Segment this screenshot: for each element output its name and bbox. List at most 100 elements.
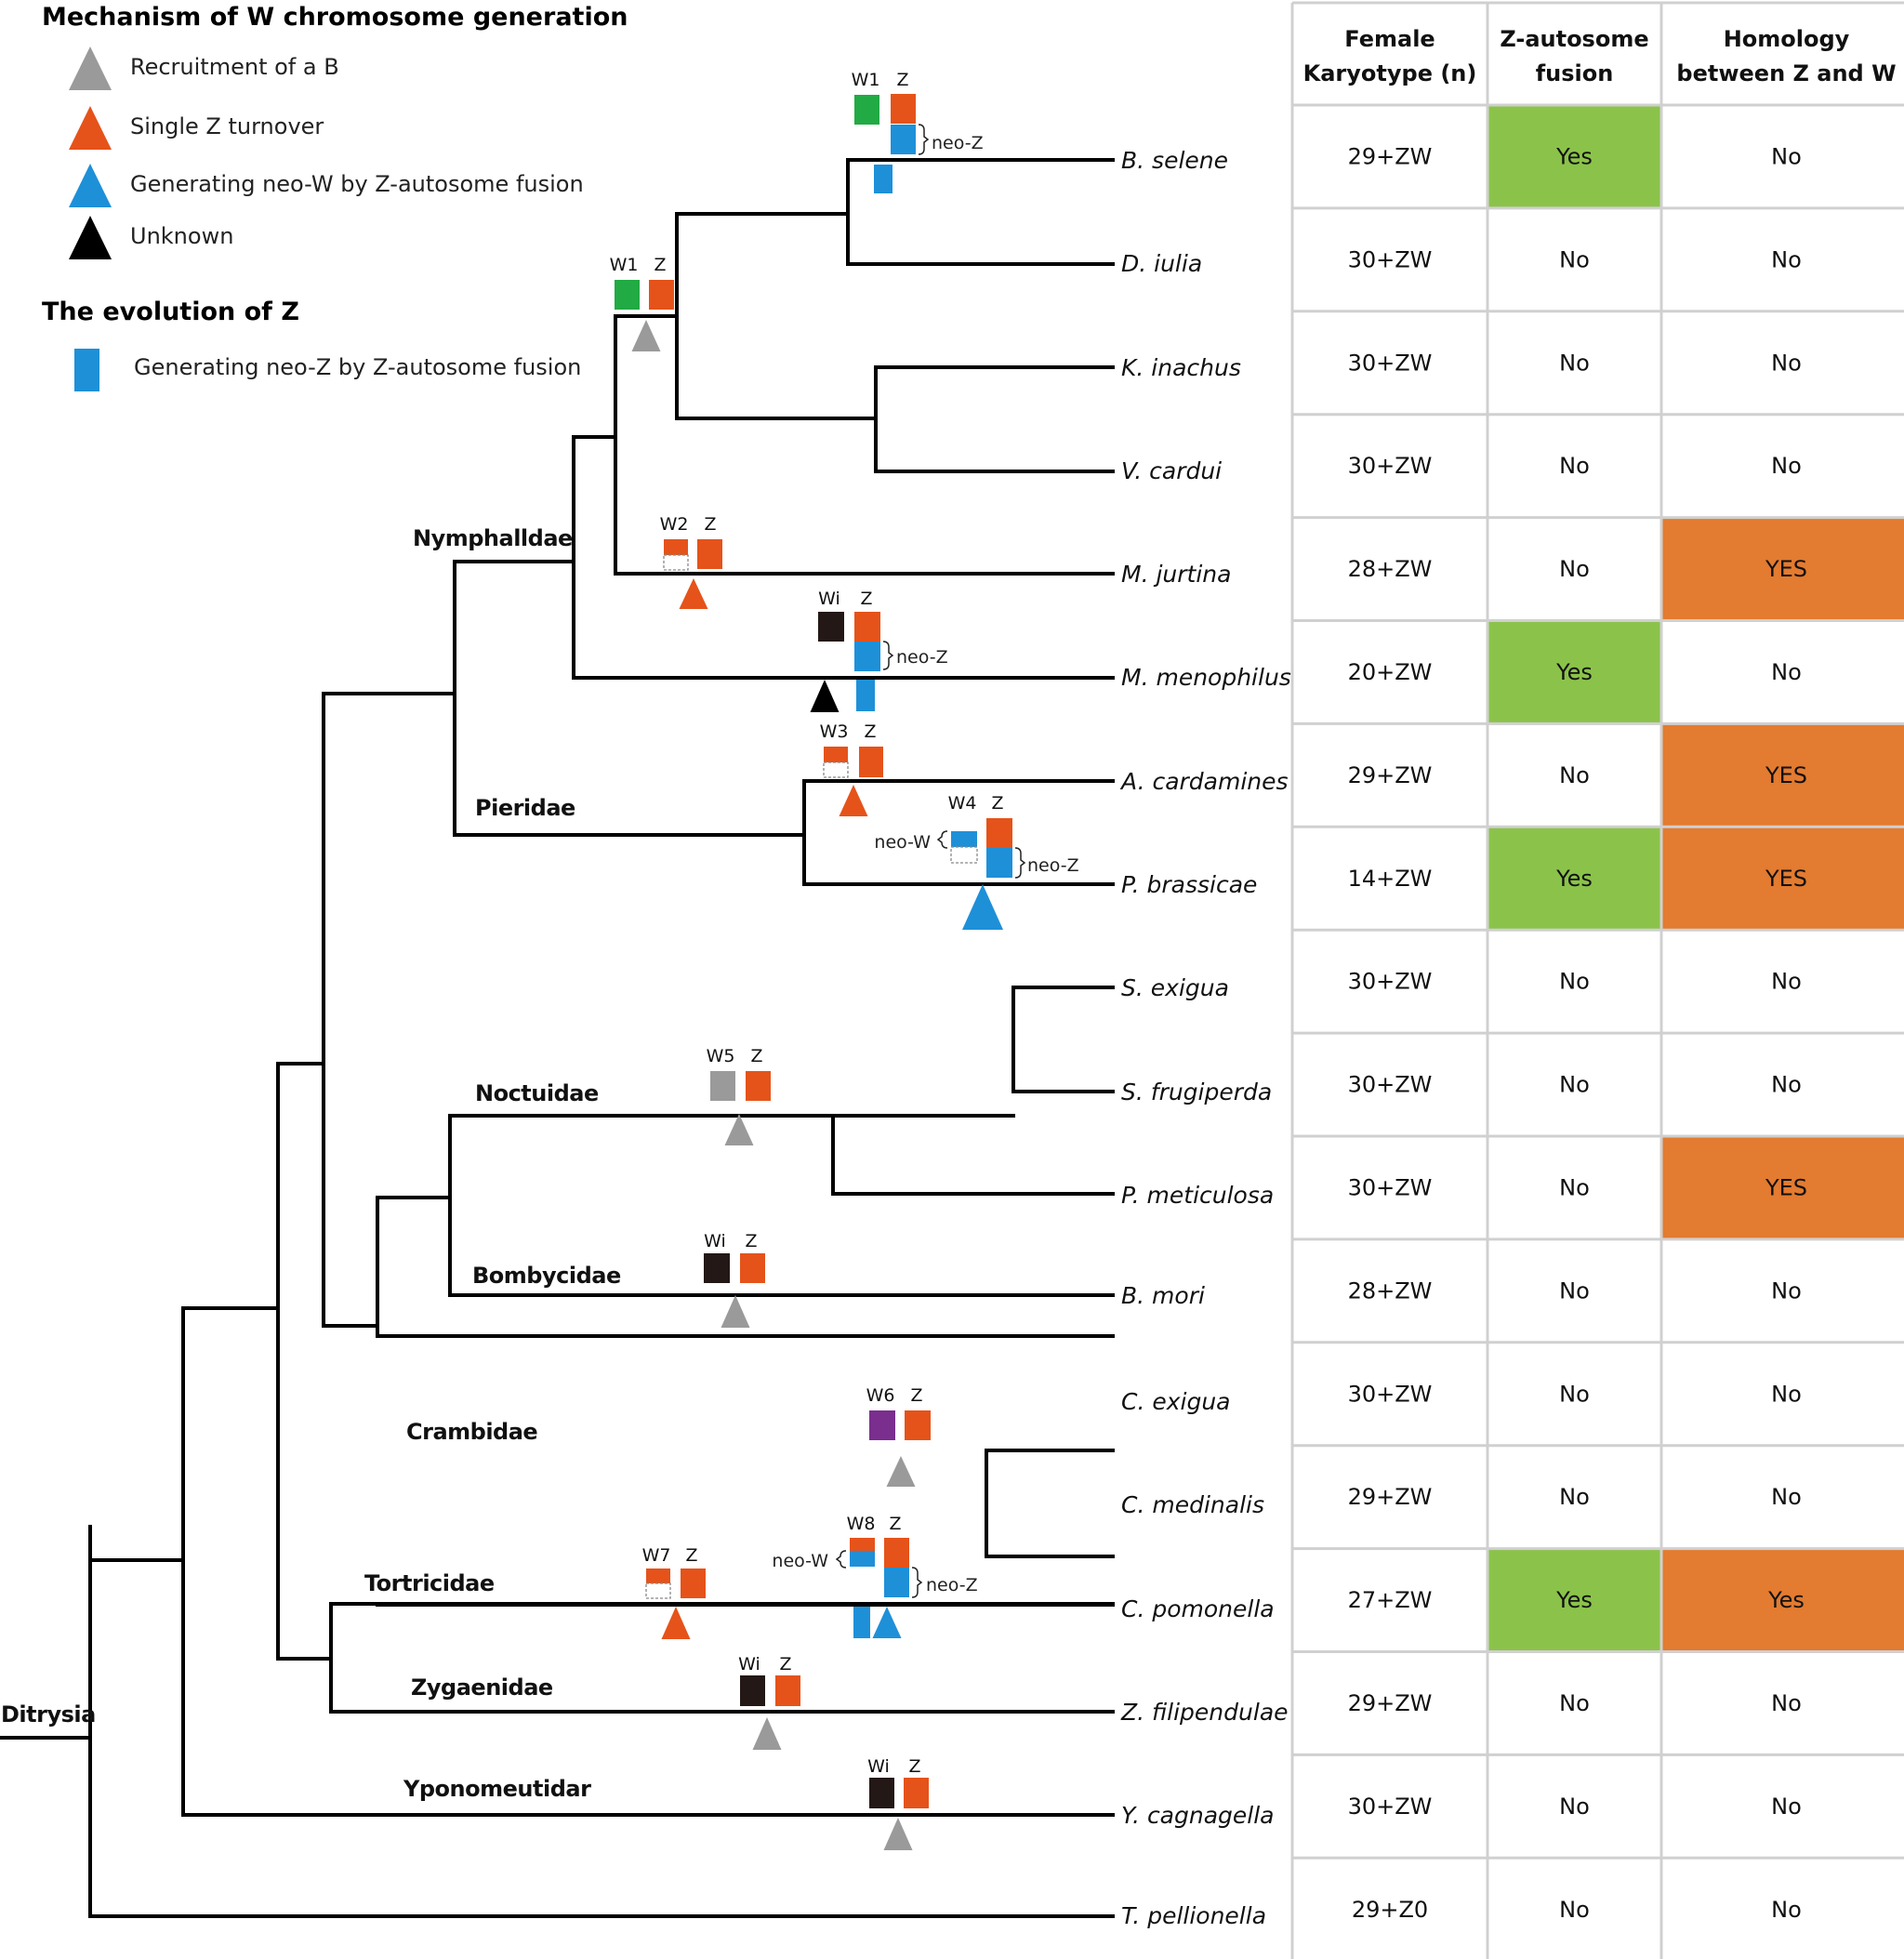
table-cell: 29+ZW	[1348, 143, 1433, 169]
table-cell: No	[1559, 453, 1590, 479]
triangle-icon	[962, 884, 1003, 930]
table-cell: 30+ZW	[1348, 1794, 1433, 1820]
legend-z-title: The evolution of Z	[42, 298, 299, 326]
tree-branch	[614, 314, 1115, 576]
table-cell: No	[1559, 1897, 1590, 1923]
table-cell: Yes	[1555, 866, 1593, 892]
table-cell: No	[1771, 1690, 1802, 1716]
fusion-yes-cell	[1488, 1548, 1661, 1652]
species-label: Z. filipendulae	[1120, 1699, 1289, 1726]
table-cell: No	[1559, 350, 1590, 376]
triangle-icon	[69, 106, 112, 150]
triangle-icon	[886, 1456, 916, 1487]
tree-branch	[0, 1525, 1115, 1918]
table-header: Homology	[1724, 26, 1850, 52]
bracket	[911, 1567, 923, 1598]
homology-yes-cell	[1661, 827, 1904, 931]
phylogenetic-tree	[0, 158, 1115, 1918]
species-label: K. inachus	[1121, 354, 1241, 381]
legend-w-title: Mechanism of W chromosome generation	[42, 3, 628, 32]
chromosome-label: Z	[889, 1514, 901, 1534]
species-label: P. brassicae	[1121, 871, 1257, 898]
legend-item-label: Recruitment of a B	[130, 54, 339, 80]
chromosome-rect	[854, 642, 880, 671]
triangle-icon	[752, 1717, 782, 1750]
chromosome-rect	[891, 125, 916, 154]
bracket	[835, 1550, 847, 1569]
table-cell: YES	[1765, 556, 1807, 582]
species-label: M. jurtina	[1121, 561, 1231, 588]
chromosome-rect	[869, 1778, 894, 1808]
triangle-icon	[679, 578, 708, 609]
chromosome-rect	[854, 95, 879, 125]
species-label: M. menophilus	[1121, 664, 1291, 691]
species-label: D. iulia	[1121, 250, 1202, 277]
table-cell: No	[1771, 1897, 1802, 1923]
triangle-icon	[661, 1607, 691, 1639]
table-cell: 30+ZW	[1348, 969, 1433, 995]
chromosome-dashed-rect	[663, 554, 689, 571]
triangle-icon	[810, 680, 840, 712]
chromosome-rect	[740, 1253, 765, 1283]
legend-item-label: Single Z turnover	[130, 113, 324, 139]
tree-branch	[181, 1306, 1115, 1817]
tree-branch	[675, 212, 878, 420]
tree-branch	[831, 1114, 1115, 1196]
family-label: Zygaenidae	[411, 1674, 553, 1701]
bracket	[1014, 847, 1026, 879]
bracket	[882, 641, 894, 670]
table-cell: 30+ZW	[1348, 350, 1433, 376]
table-cell: 29+ZW	[1348, 1484, 1433, 1510]
triangle-icon	[69, 46, 112, 90]
chromosome-label: Z	[991, 793, 1003, 814]
table-cell: 14+ZW	[1348, 866, 1433, 892]
triangle-icon	[69, 164, 112, 207]
chromosome-rect	[854, 612, 880, 642]
neo-label: neo-W	[772, 1551, 828, 1571]
chromosome-label: W6	[866, 1385, 895, 1406]
chromosome-label: Z	[779, 1654, 791, 1674]
neo-label: neo-Z	[896, 647, 948, 668]
chromosome-dashed-rect	[823, 761, 849, 778]
chromosome-rect	[884, 1538, 909, 1568]
table-cell: No	[1559, 762, 1590, 788]
tree-branch	[846, 158, 1115, 266]
chromosome-label: Z	[654, 255, 666, 275]
chromosome-rect	[710, 1071, 735, 1101]
table-cell: No	[1559, 1794, 1590, 1820]
chromosome-rect	[646, 1569, 670, 1583]
chromosome-rect	[615, 280, 640, 310]
neo-label: neo-Z	[932, 133, 984, 153]
tree-branch	[802, 779, 1115, 886]
table-cell: No	[1771, 1484, 1802, 1510]
chromosome-rect	[986, 818, 1012, 848]
chromosome-label: W7	[642, 1545, 671, 1566]
tree-branch	[322, 692, 456, 1328]
family-label: Yponomeutidar	[403, 1776, 591, 1802]
triangle-icon	[69, 216, 112, 259]
homology-yes-cell	[1661, 517, 1904, 621]
table-cell: Yes	[1767, 1587, 1805, 1613]
table-cell: 30+ZW	[1348, 246, 1433, 272]
neo-label: neo-Z	[1027, 855, 1079, 876]
chromosome-label: Wi	[818, 589, 840, 609]
species-label: A. cardamines	[1119, 768, 1289, 795]
chromosome-label: Wi	[738, 1654, 760, 1674]
homology-yes-cell	[1661, 1136, 1904, 1239]
chromosome-rect	[869, 1410, 895, 1440]
species-label: P. meticulosa	[1121, 1182, 1274, 1209]
table-cell: No	[1559, 1381, 1590, 1407]
triangle-icon	[724, 1114, 754, 1145]
table-cell: No	[1771, 453, 1802, 479]
chromosome-label: Wi	[704, 1231, 726, 1251]
table-cell: 30+ZW	[1348, 453, 1433, 479]
tree-branch	[276, 1062, 333, 1661]
table-cell: No	[1771, 659, 1802, 685]
table-cell: No	[1559, 556, 1590, 582]
triangle-icon	[631, 320, 661, 351]
table-header: Karyotype (n)	[1303, 60, 1477, 86]
fusion-yes-cell	[1488, 827, 1661, 931]
rectangle-icon	[74, 349, 99, 391]
table-cell: No	[1559, 1484, 1590, 1510]
